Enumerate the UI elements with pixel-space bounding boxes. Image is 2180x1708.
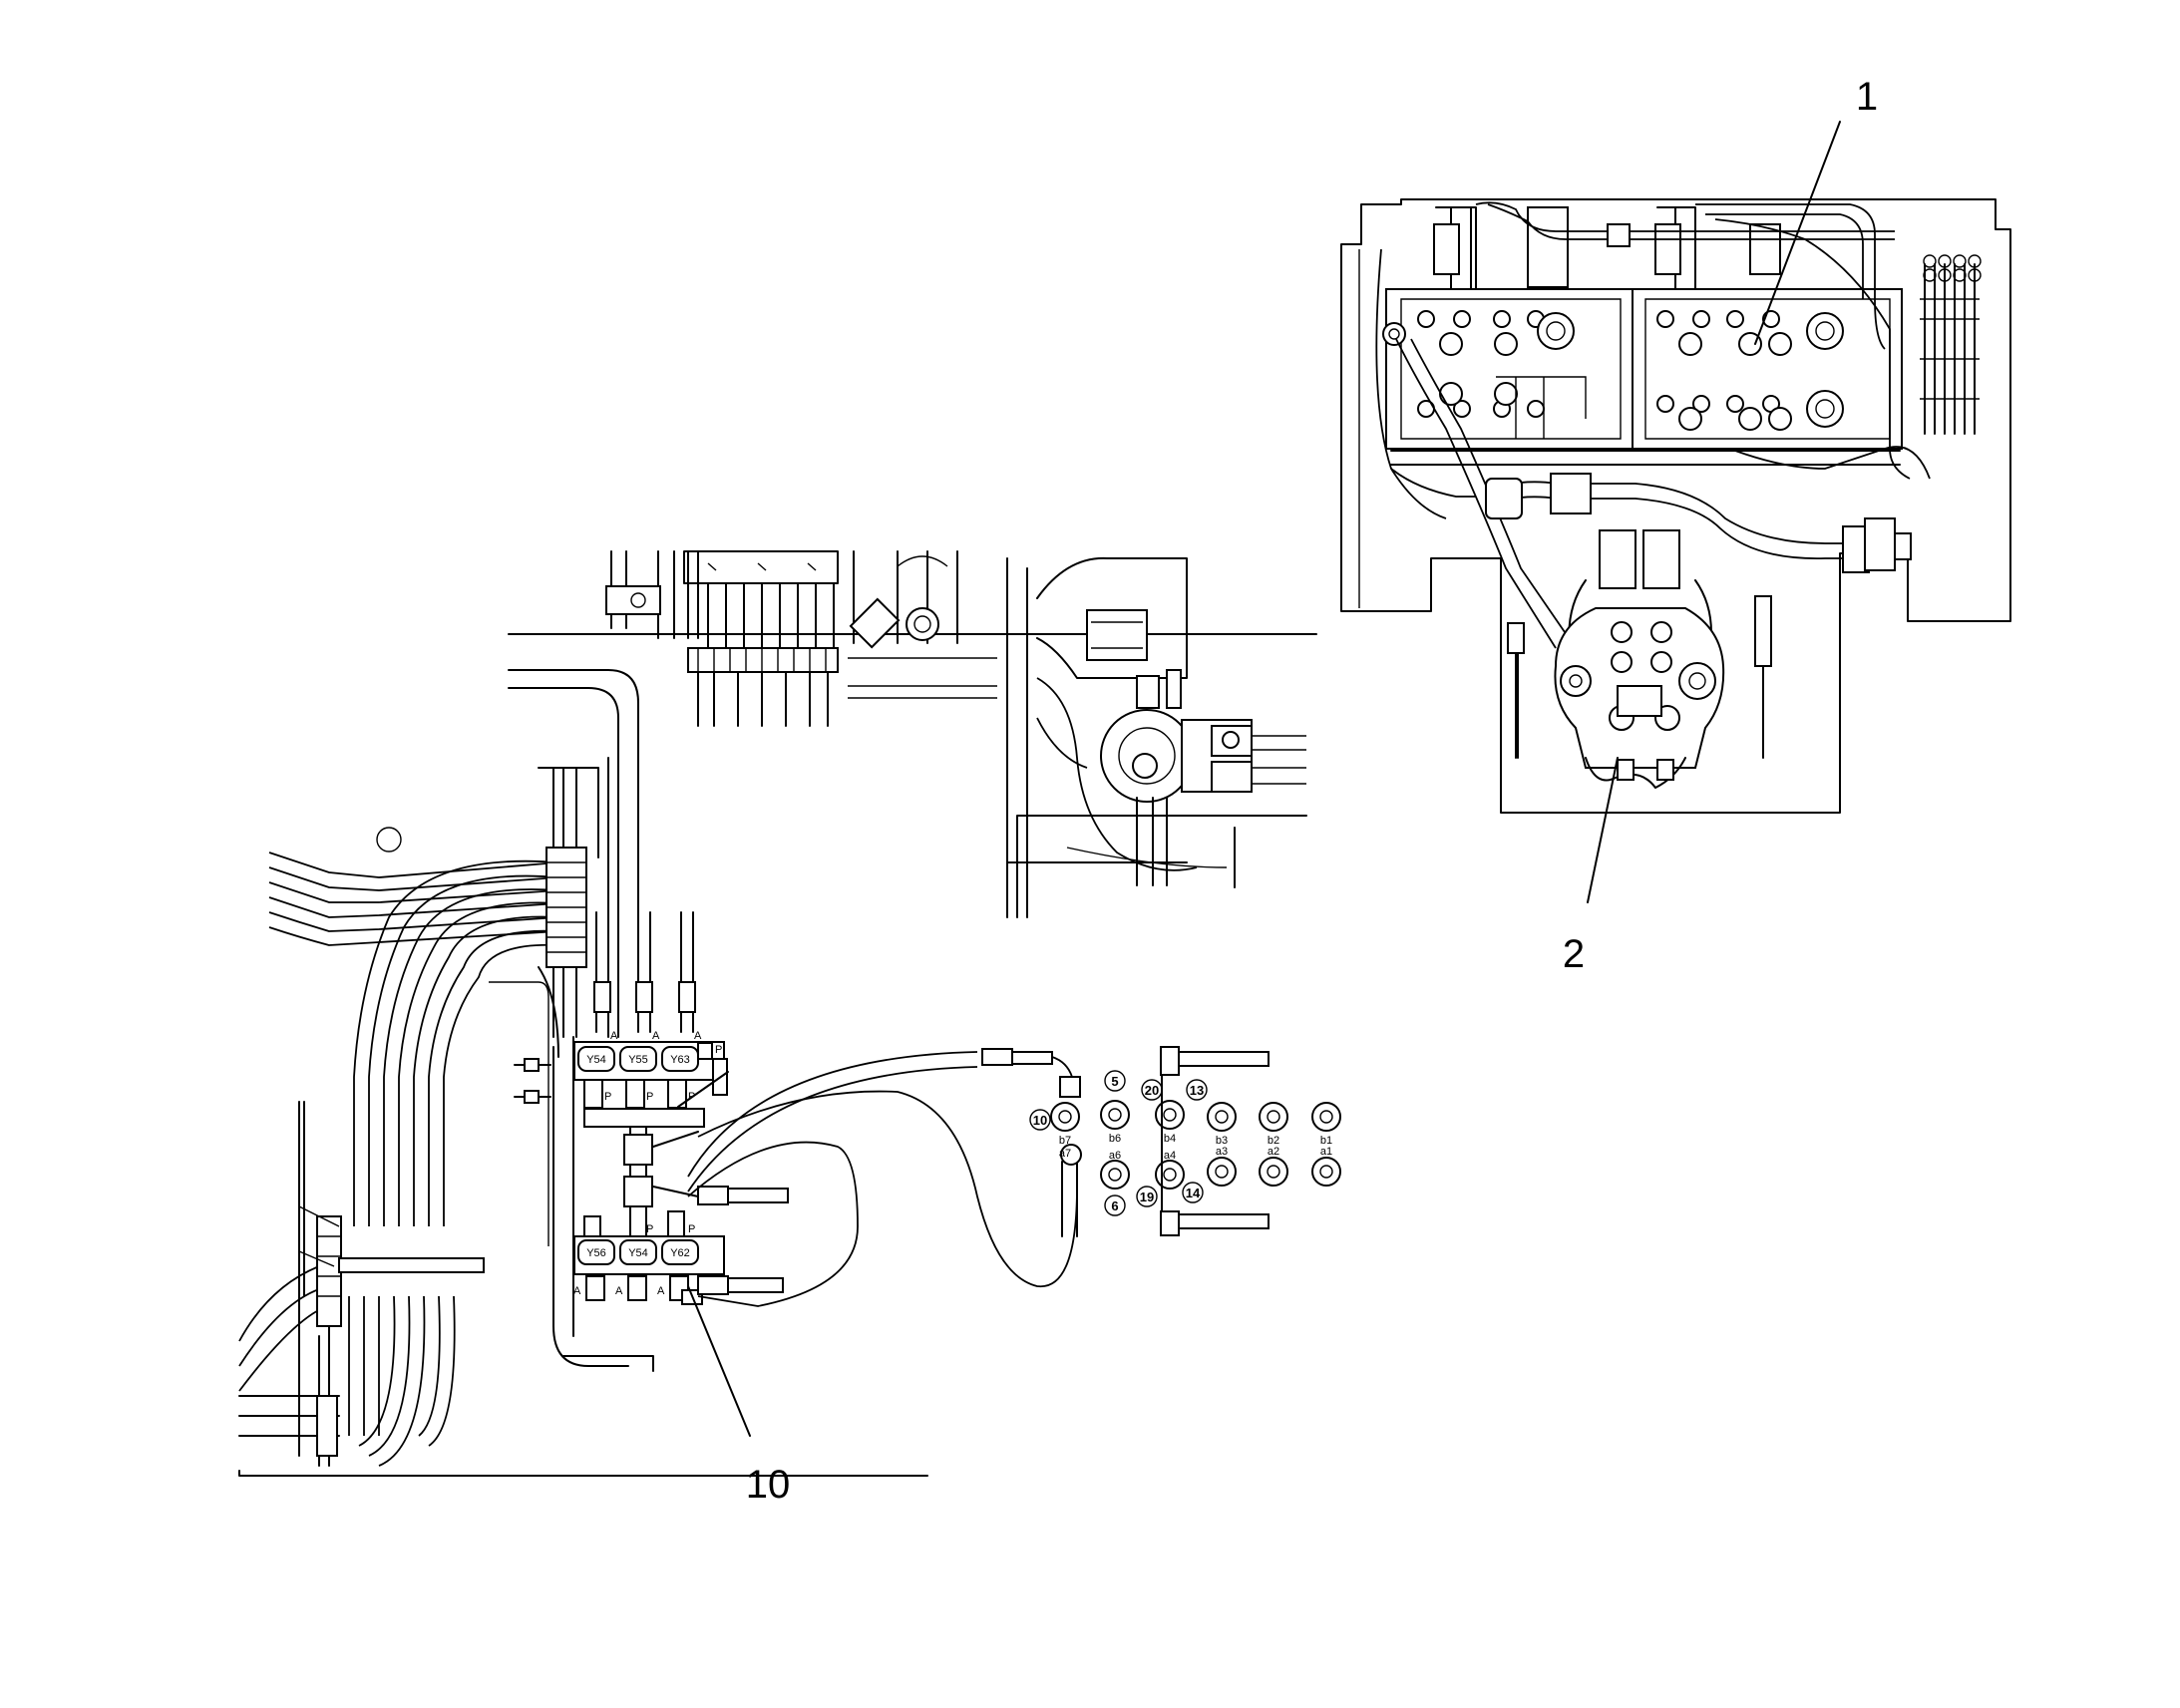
valve-y55-top <box>619 1046 657 1072</box>
port-a-b1: A <box>573 1285 581 1297</box>
hose-bundle-left <box>268 757 619 1246</box>
valve-label-y55: Y55 <box>628 1054 648 1066</box>
pump-motor-assembly <box>1006 556 1307 918</box>
callout-1-leader <box>1754 121 1841 345</box>
top-block <box>605 585 661 615</box>
valve-y54-bottom <box>619 1239 657 1265</box>
port-a7: a7 <box>1059 1148 1071 1160</box>
port-a-2: A <box>652 1030 660 1042</box>
port-a1: a1 <box>1320 1146 1332 1158</box>
top-right-assembly-view <box>1340 121 2011 903</box>
circled-num-13: 13 <box>1190 1083 1204 1098</box>
port-p-top: P <box>715 1044 722 1056</box>
valve-label-y54: Y54 <box>586 1054 606 1066</box>
valve-y62-bottom <box>661 1239 699 1265</box>
valve-label-y56: Y56 <box>586 1247 606 1259</box>
circled-num-19: 19 <box>1140 1190 1154 1204</box>
connector-stack <box>316 1215 342 1327</box>
gauge-symbol <box>906 607 939 641</box>
valve-bolt-pattern <box>1382 310 1844 431</box>
circled-num-6: 6 <box>1111 1198 1118 1213</box>
port-a4: a4 <box>1164 1150 1176 1162</box>
valve-label-y54b: Y54 <box>628 1247 648 1259</box>
side-connector-stack <box>1920 254 1982 435</box>
port-b4: b4 <box>1164 1133 1176 1145</box>
circled-num-10: 10 <box>1033 1113 1047 1128</box>
valve-bank: Y54 Y55 Y63 A A A P P P P Y56 <box>514 911 1082 1307</box>
circled-num-5: 5 <box>1111 1074 1118 1089</box>
port-b1: b1 <box>1320 1135 1332 1147</box>
check-symbol <box>849 597 901 649</box>
main-pump-lower <box>1554 529 1725 789</box>
port-b6: b6 <box>1109 1133 1121 1145</box>
port-a-1: A <box>610 1030 618 1042</box>
callout-2: 2 <box>1563 932 1585 976</box>
callout-10-leader <box>687 1285 751 1437</box>
valve-label-y63: Y63 <box>670 1054 690 1066</box>
valve-y56-bottom <box>577 1239 615 1265</box>
port-a-b3: A <box>657 1285 665 1297</box>
valve-label-y62: Y62 <box>670 1247 690 1259</box>
port-a6: a6 <box>1109 1150 1121 1162</box>
port-a3: a3 <box>1216 1146 1228 1158</box>
valve-y54-top <box>577 1046 615 1072</box>
outlet-port-lower <box>1211 761 1253 793</box>
port-fitting-cluster: 5 20 13 10 6 19 14 b7 b6 b4 b3 b2 b1 <box>1029 1046 1341 1236</box>
callout-2-leader <box>1587 757 1619 903</box>
mount-hole <box>376 827 402 853</box>
port-b7: b7 <box>1059 1135 1071 1147</box>
port-p-bottom-3: P <box>688 1223 695 1235</box>
callout-10: 10 <box>746 1463 791 1507</box>
hose-bundle-lower-left <box>238 1101 928 1477</box>
main-assembly-view: Y54 Y55 Y63 A A A P P P P Y56 <box>238 550 1341 1477</box>
port-a2: a2 <box>1268 1146 1279 1158</box>
fitting-row-top <box>687 647 839 727</box>
port-p-bottom-2: P <box>646 1223 653 1235</box>
port-p-1: P <box>604 1091 611 1103</box>
port-a-b2: A <box>615 1285 623 1297</box>
port-b3: b3 <box>1216 1135 1228 1147</box>
callout-1: 1 <box>1856 75 1878 119</box>
port-p-2: P <box>646 1091 653 1103</box>
circled-num-20: 20 <box>1145 1083 1159 1098</box>
port-a-3: A <box>694 1030 702 1042</box>
circled-num-14: 14 <box>1186 1186 1201 1200</box>
port-b2: b2 <box>1268 1135 1279 1147</box>
solenoid-body <box>1086 609 1148 661</box>
